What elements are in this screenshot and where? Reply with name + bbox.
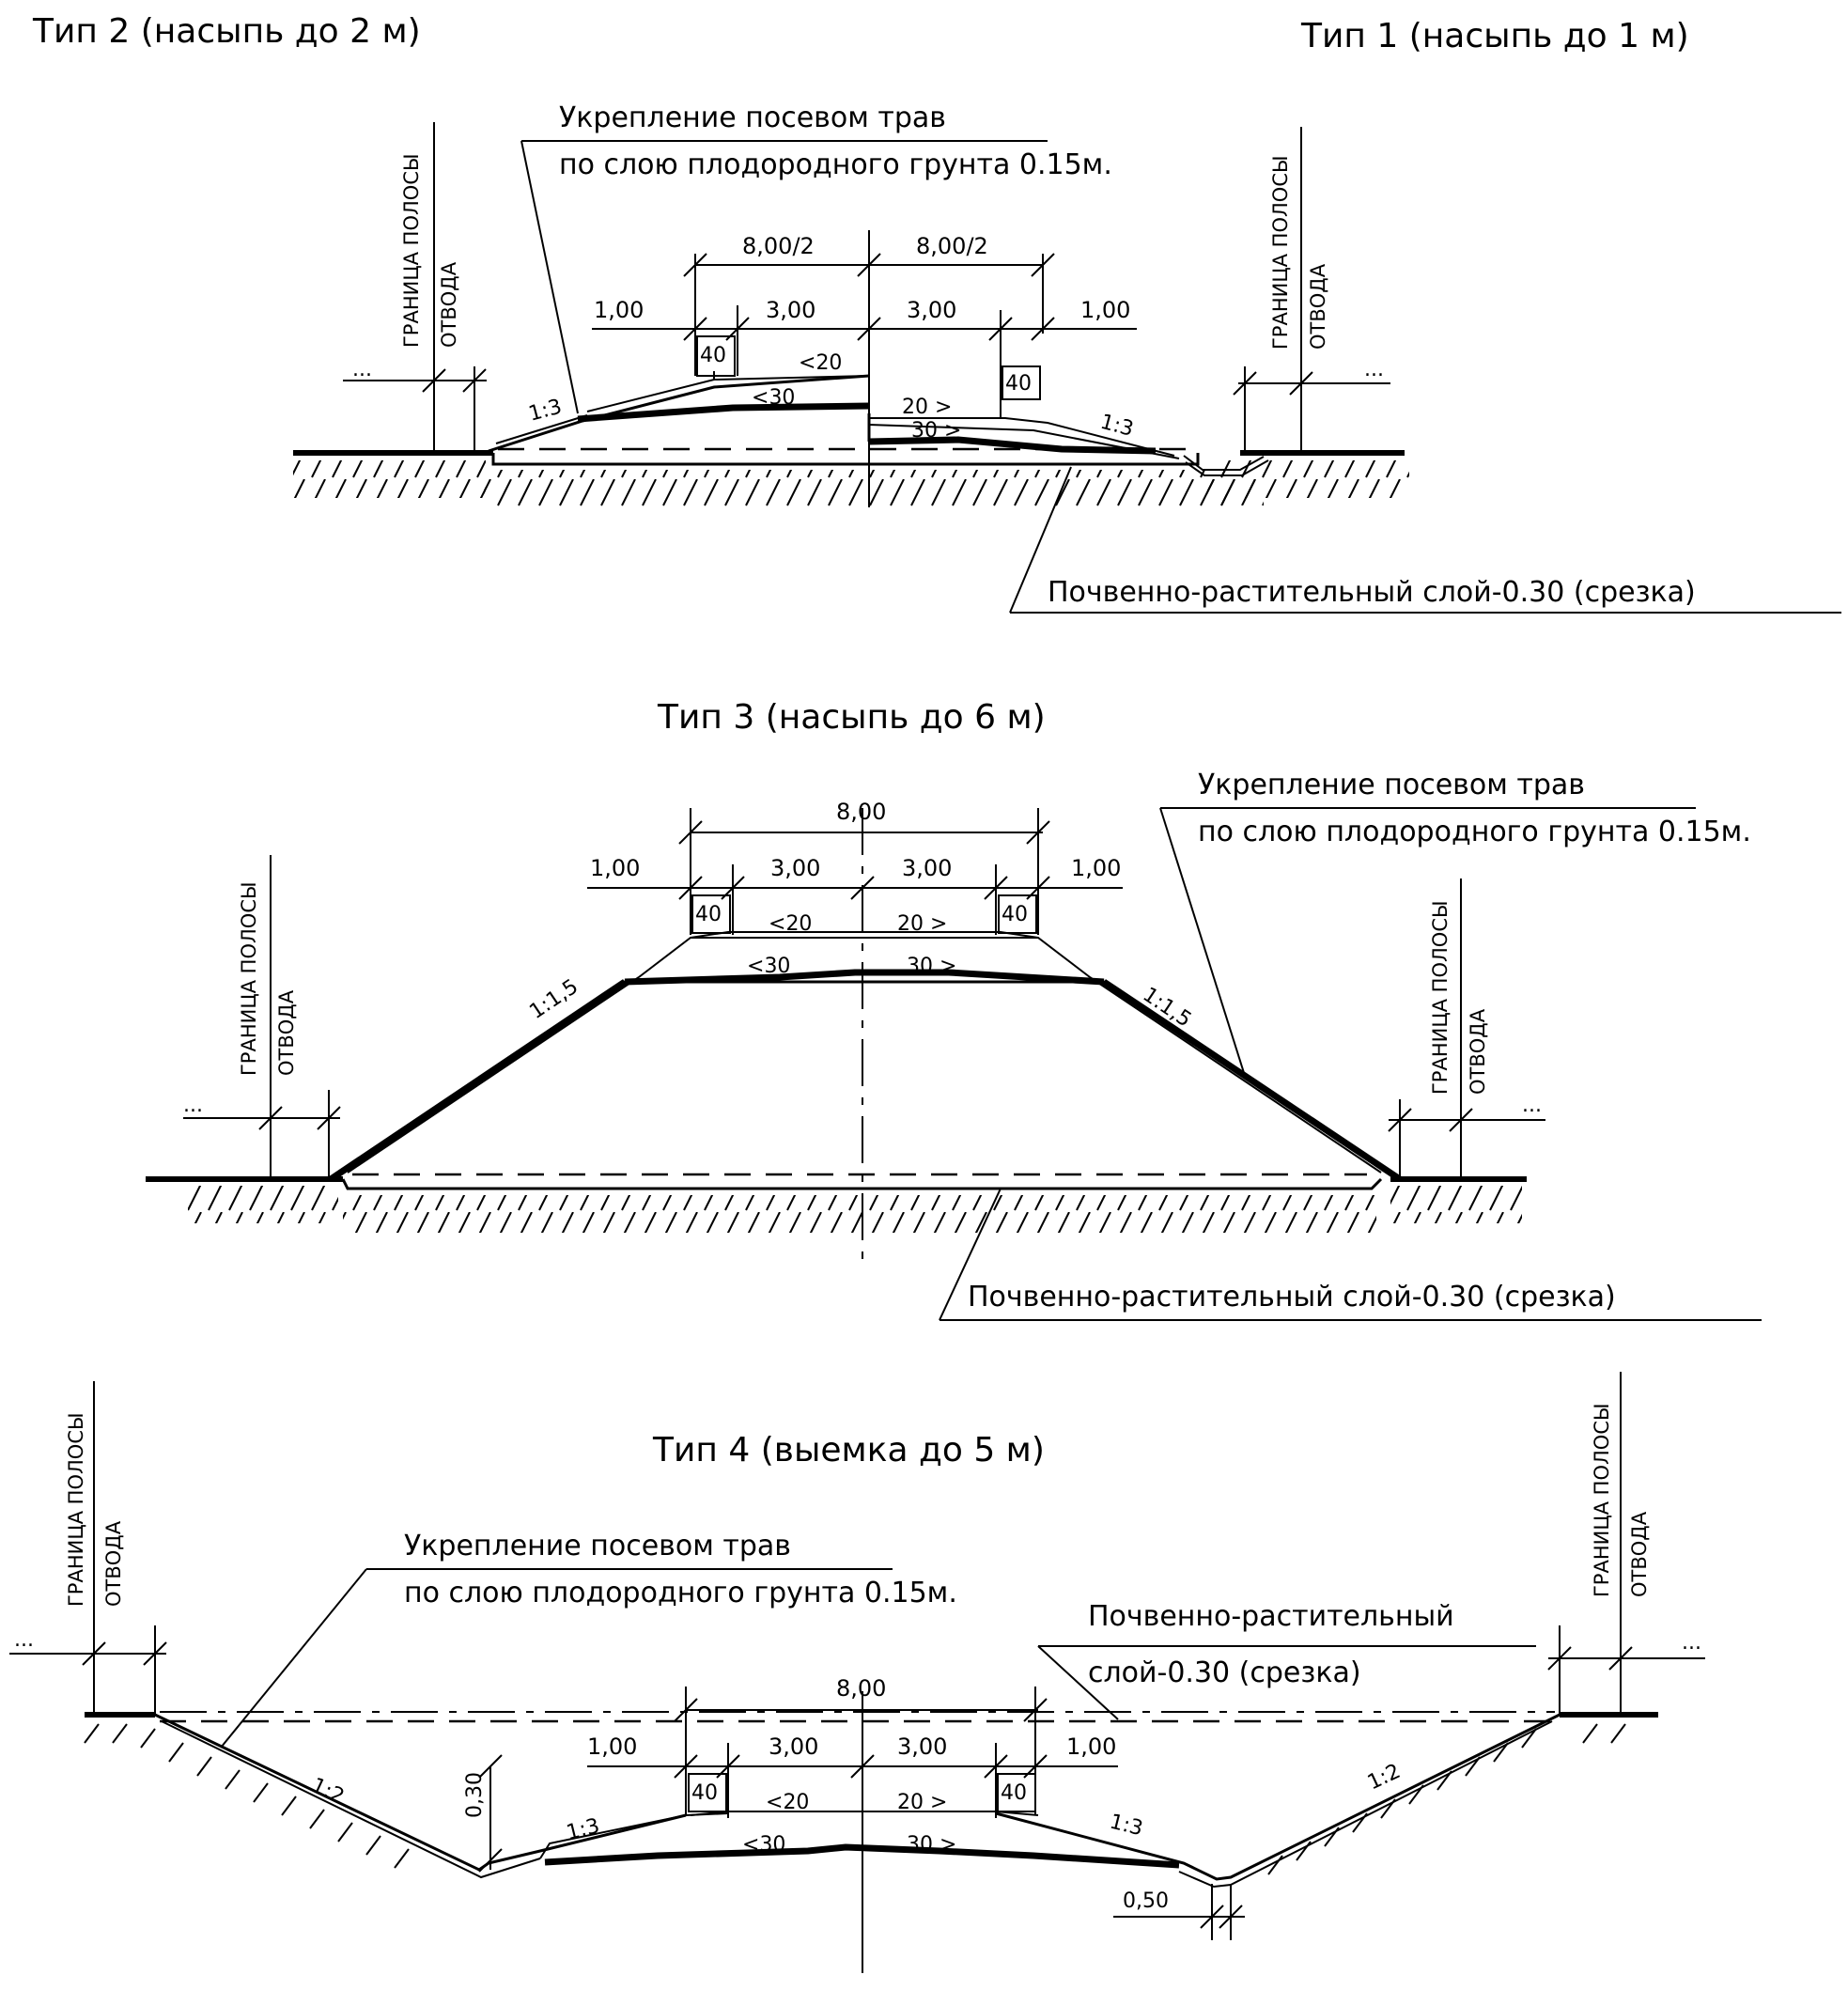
note-grass-1-l2: по слою плодородного грунта 0.15м. <box>559 148 1112 181</box>
note-grass-1-l1: Укрепление посевом трав <box>559 101 946 134</box>
slope-30-l: <30 <box>752 386 795 410</box>
slope-30-4r: 30 > <box>907 1833 956 1857</box>
boundary-3l-line2: ОТВОДА <box>275 989 298 1076</box>
boundary-4r-line1: ГРАНИЦА ПОЛОСЫ <box>1591 1403 1613 1597</box>
note-grass-4-l2: по слою плодородного грунта 0.15м. <box>404 1577 957 1609</box>
boundary-1r-line2: ОТВОДА <box>1307 263 1329 350</box>
slope-30-3r: 30 > <box>907 955 956 978</box>
slope-20-4l: <20 <box>766 1791 809 1814</box>
note-soil-3: Почвенно-растительный слой-0.30 (срезка) <box>968 1281 1616 1314</box>
dim-lane-r: 3,00 <box>907 297 956 323</box>
boundary-4l-line1: ГРАНИЦА ПОЛОСЫ <box>65 1412 87 1607</box>
dim-shoulder-l: 1,00 <box>594 297 644 323</box>
boundary-4r-line2: ОТВОДА <box>1628 1511 1651 1597</box>
dim-ditch-bottom: 0,50 <box>1123 1889 1169 1913</box>
note-grass-3-l2: по слою плодородного грунта 0.15м. <box>1198 816 1751 848</box>
boundary-dots-4r: ... <box>1682 1631 1701 1655</box>
dim-edge-3r: 40 <box>1002 903 1028 926</box>
note-soil-4-l2: слой-0.30 (срезка) <box>1088 1656 1361 1689</box>
title-type1: Тип 1 (насыпь до 1 м) <box>1300 17 1689 55</box>
note-soil-1: Почвенно-растительный слой-0.30 (срезка) <box>1048 576 1696 609</box>
note-grass-3-l1: Укрепление посевом трав <box>1198 769 1585 801</box>
slope-13-4r: 1:3 <box>1108 1811 1145 1842</box>
title-type4: Тип 4 (выемка до 5 м) <box>652 1431 1045 1469</box>
slope-13-l: 1:3 <box>526 395 565 426</box>
dim-full-4: 8,00 <box>836 1675 886 1702</box>
slope-30-3l: <30 <box>747 955 790 978</box>
slope-20-3r: 20 > <box>897 912 947 936</box>
note-grass-4-l1: Укрепление посевом трав <box>404 1530 791 1562</box>
dim-lane-4r: 3,00 <box>897 1733 947 1760</box>
dim-shoulder-4l: 1,00 <box>587 1733 637 1760</box>
boundary-3r-line1: ГРАНИЦА ПОЛОСЫ <box>1429 900 1452 1095</box>
dim-lane-l: 3,00 <box>766 297 815 323</box>
dim-full-3: 8,00 <box>836 799 886 825</box>
note-soil-4-l1: Почвенно-растительный <box>1088 1600 1454 1633</box>
dim-half-left: 8,00/2 <box>742 233 815 259</box>
dim-half-right: 8,00/2 <box>916 233 988 259</box>
boundary-3r-line2: ОТВОДА <box>1467 1008 1489 1095</box>
boundary-1r-line1: ГРАНИЦА ПОЛОСЫ <box>1269 155 1292 350</box>
section-types-1-2: 8,00/2 8,00/2 1,00 3,00 3,00 1,00 40 40 … <box>293 101 1841 614</box>
slope-30-r: 30 > <box>911 419 961 443</box>
boundary-dots-3r: ... <box>1522 1094 1542 1117</box>
title-type3: Тип 3 (насыпь до 6 м) <box>657 698 1046 737</box>
slope-12-4r: 1:2 <box>1364 1760 1405 1796</box>
dim-shoulder-4r: 1,00 <box>1066 1733 1116 1760</box>
dim-edge-4l: 40 <box>691 1781 718 1805</box>
dim-ditch-depth: 0,30 <box>463 1772 487 1818</box>
slope-20-4r: 20 > <box>897 1791 947 1814</box>
boundary-4l-line2: ОТВОДА <box>102 1520 125 1607</box>
slope-30-4l: <30 <box>742 1833 785 1857</box>
dim-edge-3l: 40 <box>695 903 722 926</box>
slope-20-r: 20 > <box>902 396 952 419</box>
dim-lane-4l: 3,00 <box>769 1733 818 1760</box>
dim-edge-l: 40 <box>700 344 726 367</box>
dim-shoulder-3r: 1,00 <box>1071 855 1121 881</box>
dim-edge-4r: 40 <box>1001 1781 1027 1805</box>
section-type3: 8,00 1,00 3,00 3,00 1,00 40 40 <20 20 > … <box>146 769 1762 1321</box>
boundary-dots-3l: ... <box>183 1094 203 1117</box>
dim-shoulder-r: 1,00 <box>1080 297 1130 323</box>
boundary-dots-1r: ... <box>1364 358 1384 381</box>
title-type2: Тип 2 (насыпь до 2 м) <box>32 12 421 51</box>
dim-edge-r: 40 <box>1005 372 1032 396</box>
boundary-1l-line2: ОТВОДА <box>438 261 460 348</box>
boundary-dots-1l: ... <box>352 358 372 381</box>
slope-13-4l: 1:3 <box>564 1814 601 1845</box>
section-type4: 8,00 1,00 3,00 3,00 1,00 40 40 <20 20 > … <box>9 1372 1705 1973</box>
boundary-dots-4l: ... <box>14 1628 34 1652</box>
boundary-1l-line1: ГРАНИЦА ПОЛОСЫ <box>400 153 423 348</box>
dim-lane-3l: 3,00 <box>770 855 820 881</box>
slope-20-3l: <20 <box>769 912 812 936</box>
boundary-3l-line1: ГРАНИЦА ПОЛОСЫ <box>238 881 260 1076</box>
slope-20-l: <20 <box>799 351 842 375</box>
dim-lane-3r: 3,00 <box>902 855 952 881</box>
dim-shoulder-3l: 1,00 <box>590 855 640 881</box>
